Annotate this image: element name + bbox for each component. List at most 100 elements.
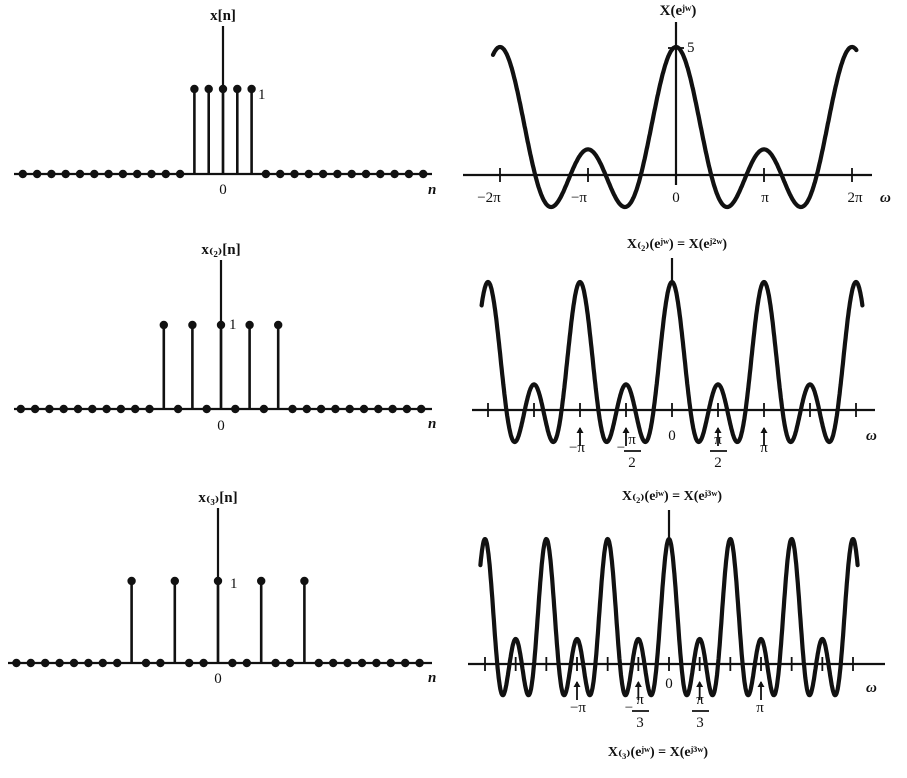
spectrum-panel-2: X₍₂₎(eʲʷ) = X(eʲ²ʷ) −π − π 2 0 π 2 π ω <box>472 237 877 471</box>
sequence-label: x₍₃₎[n] <box>198 490 237 506</box>
zero-sample-dot <box>41 658 50 668</box>
arrowhead-icon <box>622 427 630 433</box>
sequence-stems <box>18 84 428 179</box>
zero-sample-dot <box>271 658 280 668</box>
zero-sample-dot <box>73 404 83 414</box>
spectrum-panel-3: X₍₂₎(eʲʷ) = X(eʲ³ʷ) −π − π 3 0 π 3 π ω X… <box>468 489 885 760</box>
zero-sample-dot <box>104 169 113 179</box>
zero-sample-dot <box>343 658 352 668</box>
stem-head <box>127 576 136 586</box>
omega-ticks <box>487 403 857 446</box>
stem-head <box>247 84 256 94</box>
zero-sample-dot <box>415 658 424 668</box>
stem-head <box>216 320 226 330</box>
spectrum-curve <box>490 44 859 210</box>
spectrum-title: X(eʲʷ) <box>660 3 697 19</box>
n-axis-label: n <box>428 416 436 432</box>
zero-sample-dot <box>45 404 54 414</box>
zero-sample-dot <box>314 658 323 668</box>
zero-sample-dot <box>98 658 108 668</box>
tick-label: π <box>696 692 704 708</box>
zero-sample-dot <box>288 404 297 414</box>
spectrum-title: X₍₂₎(eʲʷ) = X(eʲ²ʷ) <box>627 237 728 252</box>
zero-sample-dot <box>401 658 410 668</box>
sequence-stems <box>16 320 426 414</box>
tick-label: 3 <box>636 715 644 731</box>
zero-sample-dot <box>290 169 299 179</box>
peak-label: 5 <box>687 40 695 56</box>
omega-axis-label: ω <box>866 680 877 696</box>
zero-sample-dot <box>316 404 326 414</box>
zero-sample-dot <box>390 169 399 179</box>
zero-sample-dot <box>304 169 313 179</box>
spectrum-panel-1: X(eʲʷ) 5 −2π −π 0 π 2π ω <box>463 3 891 210</box>
zero-sample-dot <box>84 658 93 668</box>
zero-sample-dot <box>16 404 25 414</box>
tick-label: 0 <box>672 190 680 206</box>
sequence-panel-2: x₍₂₎[n] 1 0 n <box>14 242 436 434</box>
stem-head <box>188 320 197 330</box>
tick-label: π <box>756 700 764 716</box>
zero-sample-dot <box>404 169 414 179</box>
zero-sample-dot <box>402 404 412 414</box>
zero-sample-dot <box>47 169 56 179</box>
zero-sample-dot <box>374 404 383 414</box>
zero-sample-dot <box>285 658 295 668</box>
zero-sample-dot <box>55 658 64 668</box>
zero-sample-dot <box>75 169 85 179</box>
zero-sample-dot <box>276 169 285 179</box>
zero-sample-dot <box>386 658 395 668</box>
stem-head <box>213 576 223 586</box>
stem-head <box>300 576 309 586</box>
zero-sample-dot <box>228 658 237 668</box>
fraction-label: π 2 <box>710 432 727 471</box>
zero-sample-dot <box>59 404 68 414</box>
zero-sample-dot <box>231 404 240 414</box>
amplitude-label: 1 <box>230 576 238 592</box>
tick-label: −π <box>570 700 586 716</box>
zero-sample-dot <box>131 404 140 414</box>
arrowhead-icon <box>696 681 704 687</box>
zero-sample-dot <box>116 404 126 414</box>
tick-label: − <box>617 440 625 456</box>
tick-label: π <box>760 440 768 456</box>
zero-sample-dot <box>329 658 338 668</box>
zero-sample-dot <box>161 169 170 179</box>
zero-sample-dot <box>185 658 194 668</box>
zero-sample-dot <box>26 658 35 668</box>
tick-label: 0 <box>665 676 673 692</box>
zero-sample-dot <box>388 404 397 414</box>
arrowhead-icon <box>573 681 581 687</box>
stem-head <box>159 320 168 330</box>
stem-head <box>245 320 254 330</box>
spectrum-caption: X₍₃₎(eʲʷ) = X(eʲ³ʷ) <box>608 745 709 760</box>
zero-sample-dot <box>345 404 354 414</box>
zero-sample-dot <box>175 169 185 179</box>
zero-sample-dot <box>147 169 156 179</box>
zero-sample-dot <box>199 658 208 668</box>
tick-label: π <box>714 432 722 448</box>
fraction-label: π 3 <box>692 692 709 731</box>
zero-sample-dot <box>88 404 97 414</box>
zero-sample-dot <box>118 169 128 179</box>
sequence-label: x₍₂₎[n] <box>201 242 240 258</box>
spectrum-curve <box>479 279 865 445</box>
tick-label: − <box>625 700 633 716</box>
tick-label: −2π <box>477 190 501 206</box>
tick-label: 0 <box>668 428 676 444</box>
n-axis-label: n <box>428 182 436 198</box>
zero-sample-dot <box>133 169 142 179</box>
zero-sample-dot <box>102 404 111 414</box>
zero-sample-dot <box>69 658 79 668</box>
arrowhead-icon <box>714 427 722 433</box>
zero-sample-dot <box>90 169 99 179</box>
tick-label: 3 <box>696 715 704 731</box>
spectrum-title: X₍₂₎(eʲʷ) = X(eʲ³ʷ) <box>622 489 723 504</box>
zero-sample-dot <box>261 169 271 179</box>
arrowhead-icon <box>760 427 768 433</box>
n-axis-label: n <box>428 670 436 686</box>
stem-head <box>274 320 283 330</box>
tick-label: 2 <box>714 455 722 471</box>
arrowhead-icon <box>634 681 642 687</box>
